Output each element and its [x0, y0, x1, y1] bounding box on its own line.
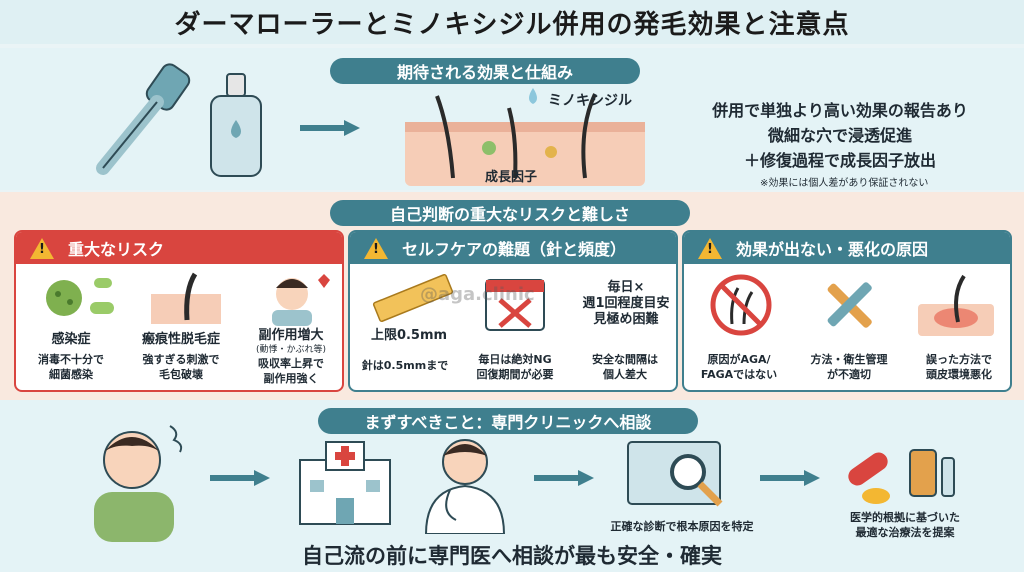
minoxidil-label: ミノキシジル — [548, 93, 632, 109]
cause-item-desc: 方法・衛生管理が不適切 — [810, 353, 888, 381]
doctor-icon — [424, 439, 506, 534]
risk-panel-selfcare: ! セルフケアの難題（針と頻度） 上限0.5mm 毎日× 週1回程度目安 見極め… — [348, 230, 678, 392]
consult-section-pill: まずすべきこと：専門クリニックへ相談 — [318, 408, 698, 434]
risk-panel-header: ! セルフケアの難題（針と頻度） — [350, 232, 676, 264]
selfcare-item-label: 上限0.5mm — [370, 328, 448, 343]
risk-item-desc: 強すぎる刺激で毛包破壊 — [142, 353, 220, 381]
comb-and-roller-icon — [827, 282, 872, 328]
warning-icon: ! — [364, 237, 388, 259]
risk-section-pill: 自己判断の重大なリスクと難しさ — [330, 200, 690, 226]
disclaimer-note: ※効果には個人差があり保証されない — [760, 178, 929, 189]
risk-item-small: (動悸・かぶれ等) — [255, 345, 327, 355]
selfcare-item-desc: 針は0.5mmまで — [361, 359, 449, 372]
derma-roller-and-bottle-illustration — [96, 63, 262, 177]
cause-item-desc: 原因がAGA/FAGAではない — [700, 353, 778, 381]
risk-panel-noeffect: ! 効果が出ない・悪化の原因 原因がAGA/FAGAではない 方法・衛生管理が不… — [682, 230, 1012, 392]
risk-item-label: 副作用増大 — [258, 328, 324, 343]
arrow-right-icon — [210, 470, 270, 486]
arrow-right-icon — [760, 470, 820, 486]
treatment-caption: 医学的根拠に基づいた最適な治療法を提案 — [850, 511, 960, 539]
effect-line: 微細な穴で浸透促進 — [767, 126, 912, 145]
diagnosis-caption: 正確な診断で根本原因を特定 — [610, 520, 754, 533]
derma-roller-icon — [96, 63, 191, 175]
medicine-icon — [848, 449, 955, 504]
risk-panel-serious: ! 重大なリスク 感染症 瘢痕性脱毛症 副作用増大 (動悸・かぶれ等) 消毒不十… — [14, 230, 344, 392]
prohibited-hair-icon — [710, 274, 772, 336]
effect-line: ＋修復過程で成長因子放出 — [743, 151, 936, 170]
effect-summary: 併用で単独より高い効果の報告あり 微細な穴で浸透促進 ＋修復過程で成長因子放出 — [660, 98, 1020, 173]
watermark: @aga.clinic — [420, 284, 535, 305]
risk-item-desc: 吸収率上昇で副作用強く — [258, 357, 324, 385]
risk-item-label: 感染症 — [51, 332, 91, 347]
page-title: ダーマローラーとミノキシジル併用の発毛効果と注意点 — [0, 0, 1024, 44]
arrow-right-icon — [534, 470, 594, 486]
growth-factor-label: 成長因子 — [485, 170, 538, 185]
bottom-message: 自己流の前に専門医へ相談が最も安全・確実 — [302, 544, 722, 568]
risk-panel-header: ! 効果が出ない・悪化の原因 — [684, 232, 1010, 264]
risk-item-desc: 消毒不十分で細菌感染 — [38, 353, 104, 381]
cause-item-desc: 誤った方法で頭皮環境悪化 — [926, 353, 992, 381]
risk-panel-title: 効果が出ない・悪化の原因 — [736, 240, 929, 259]
diagnosis-monitor-icon — [627, 441, 723, 507]
selfcare-item-desc: 安全な間隔は個人差大 — [592, 353, 658, 381]
calendar-icon — [485, 279, 545, 331]
risk-panel-header: ! 重大なリスク — [16, 232, 342, 264]
hair-follicle-icon — [151, 272, 221, 324]
arrow-right-icon — [300, 120, 360, 136]
warning-icon: ! — [698, 237, 722, 259]
bacteria-icon — [46, 278, 114, 316]
ruler-icon — [372, 274, 454, 323]
risk-panel-title: セルフケアの難題（針と頻度） — [402, 240, 627, 259]
worried-man-icon — [94, 425, 183, 542]
effect-line: 併用で単独より高い効果の報告あり — [712, 101, 968, 120]
risk-panel-title: 重大なリスク — [68, 240, 165, 259]
risk-item-label: 瘢痕性脱毛症 — [141, 332, 220, 347]
selfcare-item-label: 毎日× 週1回程度目安 見極め困難 — [582, 280, 670, 327]
damaged-scalp-icon — [918, 274, 994, 336]
effect-section-pill: 期待される効果と仕組み — [330, 58, 640, 84]
clinic-building-icon — [299, 441, 391, 525]
sick-person-icon — [272, 274, 330, 326]
warning-icon: ! — [30, 237, 54, 259]
minoxidil-bottle-icon — [210, 73, 262, 177]
skin-cross-section-illustration — [405, 88, 645, 186]
